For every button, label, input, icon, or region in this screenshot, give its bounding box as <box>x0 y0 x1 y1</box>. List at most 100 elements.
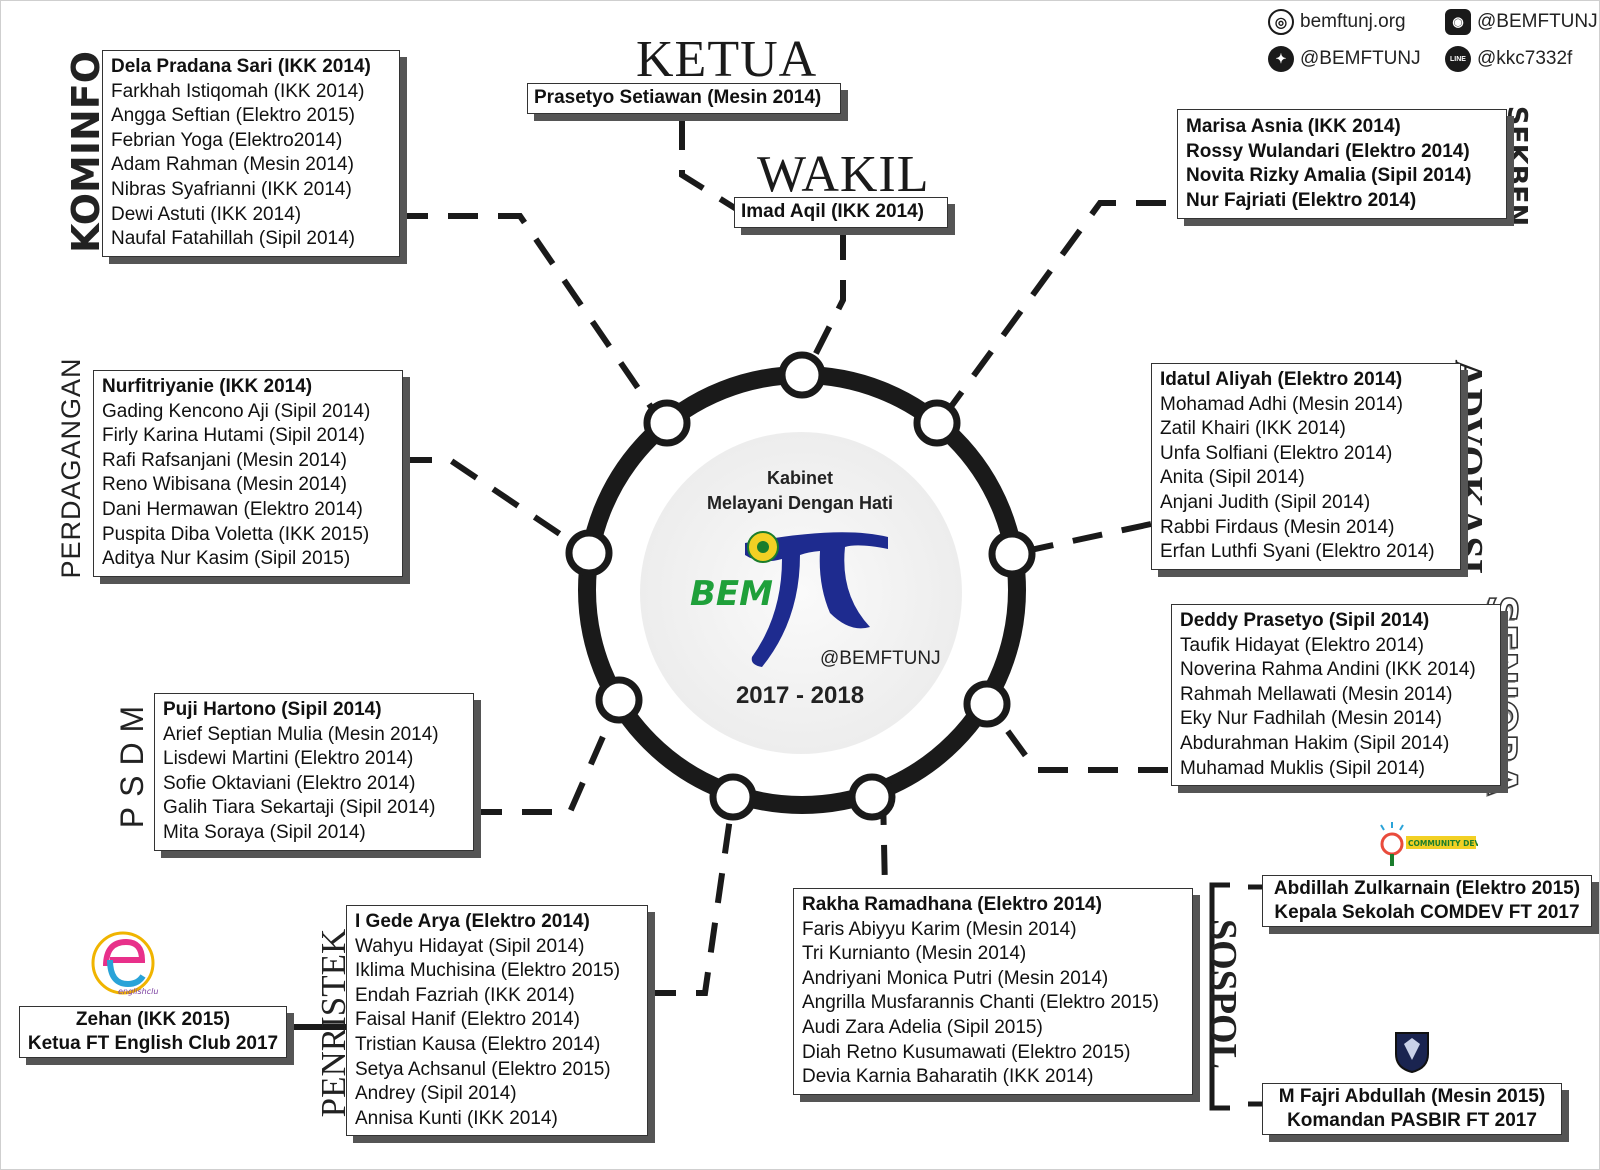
advokasi-member: Mohamad Adhi (Mesin 2014) <box>1160 393 1403 415</box>
psdm-member: Galih Tiara Sekartaji (Sipil 2014) <box>163 797 436 819</box>
connector-seniora <box>985 702 1168 773</box>
connector-perdagangan <box>402 457 590 556</box>
line-text: @kkc7332f <box>1477 48 1573 69</box>
ring-node-bottom-left <box>709 773 757 821</box>
advokasi-box: Idatul Aliyah (Elektro 2014) Mohamad Adh… <box>1151 363 1461 570</box>
perdagangan-member: Dani Hermawan (Elektro 2014) <box>102 498 363 520</box>
sospol-member: Andriyani Monica Putri (Mesin 2014) <box>802 967 1109 989</box>
penristek-member: Setya Achsanul (Elektro 2015) <box>355 1058 611 1080</box>
psdm-label: PSDM <box>114 695 150 829</box>
website-text: bemftunj.org <box>1300 11 1406 32</box>
kominfo-member: Adam Rahman (Mesin 2014) <box>111 154 354 176</box>
english-club-box: Zehan (IKK 2015) Ketua FT English Club 2… <box>19 1006 287 1058</box>
bem-logo: BEM <box>690 531 888 667</box>
comdev-box: Abdillah Zulkarnain (Elektro 2015) Kepal… <box>1262 875 1592 927</box>
seniora-member: Muhamad Muklis (Sipil 2014) <box>1180 757 1425 779</box>
perdagangan-member: Rafi Rafsanjani (Mesin 2014) <box>102 449 348 471</box>
social-line[interactable]: LINE @kkc7332f <box>1445 46 1572 72</box>
sospol-member: Angrilla Musfarannis Chanti (Elektro 201… <box>802 992 1159 1014</box>
cabinet-label: Kabinet <box>766 468 833 488</box>
sekben-box: Marisa Asnia (IKK 2014) Rossy Wulandari … <box>1177 109 1507 220</box>
perdagangan-label: PERDAGANGAN <box>56 357 86 579</box>
perdagangan-box: Nurfitriyanie (IKK 2014) Gading Kencono … <box>93 370 403 577</box>
advokasi-member: Anjani Judith (Sipil 2014) <box>1160 491 1371 513</box>
ring-node-upper-right <box>913 399 961 447</box>
perdagangan-member: Firly Karina Hutami (Sipil 2014) <box>102 425 365 447</box>
penristek-member: Wahyu Hidayat (Sipil 2014) <box>355 935 585 957</box>
connector-wakil <box>802 230 846 377</box>
penristek-member: Annisa Kunti (IKK 2014) <box>355 1107 558 1129</box>
perdagangan-member: Nurfitriyanie (IKK 2014) <box>102 376 313 397</box>
penristek-member: Iklima Muchisina (Elektro 2015) <box>355 960 621 982</box>
penristek-member: I Gede Arya (Elektro 2014) <box>355 911 590 932</box>
advokasi-member: Anita (Sipil 2014) <box>1160 467 1305 489</box>
center-handle: @BEMFTUNJ <box>820 648 941 669</box>
kominfo-member: Dela Pradana Sari (IKK 2014) <box>111 56 371 77</box>
sospol-label: SOSPOL <box>1202 919 1244 1069</box>
ring-node-lower-left <box>595 676 643 724</box>
comdev-line: Kepala Sekolah COMDEV FT 2017 <box>1274 902 1580 923</box>
cabinet-years: 2017 - 2018 <box>735 682 865 709</box>
seniora-box: Deddy Prasetyo (Sipil 2014) Taufik Hiday… <box>1171 604 1501 787</box>
psdm-member: Puji Hartono (Sipil 2014) <box>163 699 382 720</box>
sekben-member: Rossy Wulandari (Elektro 2014) <box>1186 140 1470 162</box>
sospol-member: Faris Abiyyu Karim (Mesin 2014) <box>802 918 1077 940</box>
pi-shape-icon <box>745 532 888 667</box>
ring-node-upper-left <box>643 399 691 447</box>
comdev-line: Abdillah Zulkarnain (Elektro 2015) <box>1273 878 1581 899</box>
penristek-member: Faisal Hanif (Elektro 2014) <box>355 1009 580 1031</box>
pasbir-line: Komandan PASBIR FT 2017 <box>1287 1110 1537 1131</box>
comdev-logo: COMMUNITY DEVELOPMENT <box>1380 822 1478 866</box>
english-club-line: Zehan (IKK 2015) <box>75 1009 231 1030</box>
connector-penristek <box>646 796 736 996</box>
ring-node-right <box>988 530 1036 578</box>
ring-node-left <box>565 529 613 577</box>
penristek-member: Tristian Kausa (Elektro 2014) <box>355 1033 601 1055</box>
kominfo-box: Dela Pradana Sari (IKK 2014) Farkhah Ist… <box>102 50 400 257</box>
psdm-member: Arief Septian Mulia (Mesin 2014) <box>163 723 439 745</box>
advokasi-member: Idatul Aliyah (Elektro 2014) <box>1160 369 1403 390</box>
bracket-sospol <box>1209 882 1230 1111</box>
sospol-member: Devia Karnia Baharatih (IKK 2014) <box>802 1066 1094 1088</box>
kominfo-member: Dewi Astuti (IKK 2014) <box>111 203 302 225</box>
instagram-text: @BEMFTUNJ <box>1477 11 1598 32</box>
social-instagram[interactable]: ◉ @BEMFTUNJ <box>1445 9 1598 35</box>
center-disc <box>640 432 962 754</box>
sekben-member: Novita Rizky Amalia (Sipil 2014) <box>1186 165 1472 187</box>
twitter-icon: ✦ <box>1268 46 1294 72</box>
ring-node-bottom-right <box>848 773 896 821</box>
perdagangan-member: Aditya Nur Kasim (Sipil 2015) <box>102 548 351 570</box>
ring-node-top <box>778 351 826 399</box>
pasbir-box: M Fajri Abdullah (Mesin 2015) Komandan P… <box>1262 1083 1562 1135</box>
kominfo-member: Angga Seftian (Elektro 2015) <box>111 105 355 127</box>
sospol-member: Rakha Ramadhana (Elektro 2014) <box>802 894 1102 915</box>
ketua-box: Prasetyo Setiawan (Mesin 2014) <box>527 83 841 114</box>
advokasi-member: Erfan Luthfi Syani (Elektro 2014) <box>1160 541 1435 563</box>
kominfo-member: Naufal Fatahillah (Sipil 2014) <box>111 228 355 250</box>
social-twitter[interactable]: ✦ @BEMFTUNJ <box>1268 46 1421 72</box>
connector-sekben <box>936 200 1166 425</box>
wakil-heading: WAKIL <box>757 146 930 203</box>
english-club-line: Ketua FT English Club 2017 <box>27 1033 279 1054</box>
seniora-member: Eky Nur Fadhilah (Mesin 2014) <box>1180 708 1442 730</box>
social-website[interactable]: ◎ bemftunj.org <box>1268 9 1406 35</box>
cabinet-name: Melayani Dengan Hati <box>706 493 894 513</box>
seniora-member: Deddy Prasetyo (Sipil 2014) <box>1180 610 1430 631</box>
sospol-member: Tri Kurnianto (Mesin 2014) <box>802 943 1027 965</box>
globe-icon: ◎ <box>1268 9 1294 35</box>
connector-advokasi <box>1011 521 1152 557</box>
ring-node-lower-right <box>963 680 1011 728</box>
psdm-member: Sofie Oktaviani (Elektro 2014) <box>163 772 416 794</box>
perdagangan-member: Reno Wibisana (Mesin 2014) <box>102 474 348 496</box>
perdagangan-member: Puspita Diba Voletta (IKK 2015) <box>102 523 370 545</box>
seniora-member: Abdurahman Hakim (Sipil 2014) <box>1180 732 1450 754</box>
bem-logo-text: BEM <box>690 574 773 614</box>
sekben-member: Nur Fajriati (Elektro 2014) <box>1186 189 1417 211</box>
pasbir-logo <box>1395 1032 1429 1074</box>
penristek-box: I Gede Arya (Elektro 2014) Wahyu Hidayat… <box>346 905 648 1137</box>
perdagangan-member: Gading Kencono Aji (Sipil 2014) <box>102 400 371 422</box>
sospol-member: Audi Zara Adelia (Sipil 2015) <box>802 1016 1043 1038</box>
kominfo-member: Farkhah Istiqomah (IKK 2014) <box>111 80 365 102</box>
english-club-logo: englishclub <box>91 931 158 996</box>
